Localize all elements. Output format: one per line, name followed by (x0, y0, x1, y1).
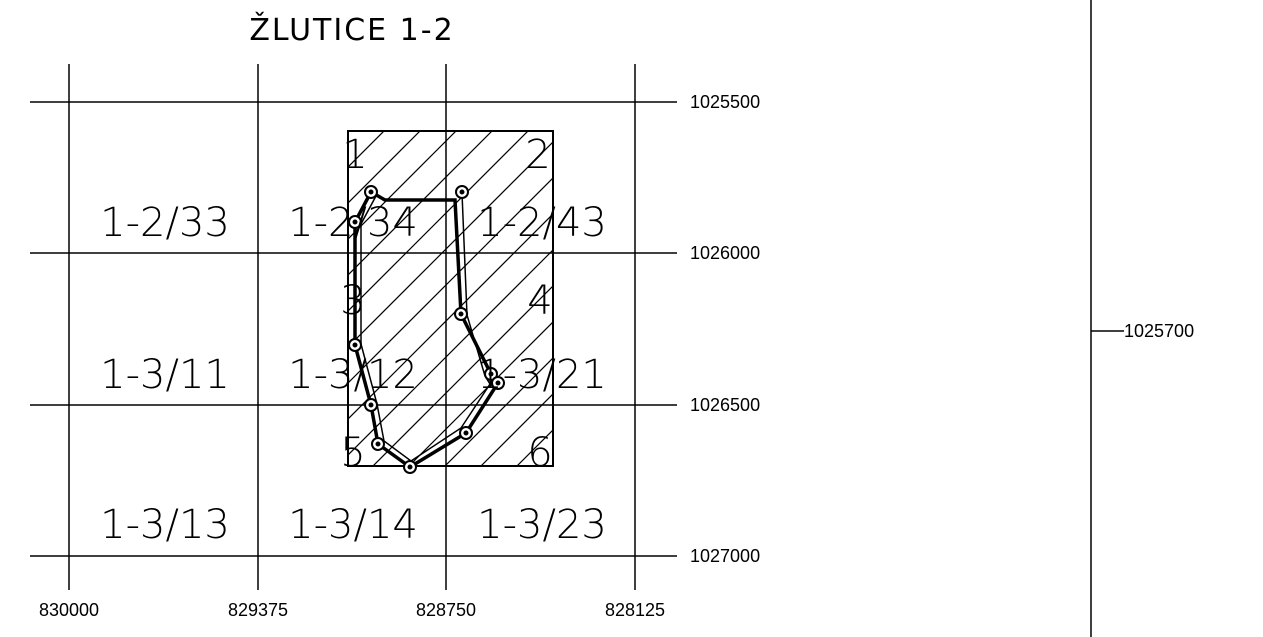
vertex-dot (352, 342, 358, 348)
cell-label: 1-3/12 (288, 352, 418, 398)
vertex-dot (368, 402, 374, 408)
hatch-line (348, 131, 529, 312)
corner-label-5: 5 (340, 430, 365, 476)
vertex-dot (368, 189, 374, 195)
vertex-dot (488, 371, 494, 377)
hatch-line (524, 0, 1124, 531)
vertex-dot (352, 219, 358, 225)
corner-label-1: 1 (342, 132, 367, 178)
vertex-dot (459, 189, 465, 195)
boundary-polygon (348, 185, 505, 474)
side-reference: 1025700 (1090, 0, 1194, 637)
x-coordinate-labels: 830000 829375 828750 828125 (39, 600, 665, 620)
x-label: 828750 (416, 600, 476, 620)
y-label: 1026500 (690, 395, 760, 415)
hatch-line (348, 141, 553, 348)
y-label: 1025500 (690, 92, 760, 112)
side-label: 1025700 (1124, 321, 1194, 341)
x-label: 829375 (228, 600, 288, 620)
hatched-area (347, 0, 1124, 531)
cell-label: 1-3/11 (100, 352, 230, 398)
hatch-line (552, 465, 553, 466)
vertex-dot (463, 430, 469, 436)
hatch-line (348, 131, 493, 276)
y-label: 1027000 (690, 546, 760, 566)
corner-label-2: 2 (525, 132, 550, 178)
cell-label: 1-3/14 (288, 502, 418, 548)
vertex-dot (458, 311, 464, 317)
y-coordinate-labels: 1025500 1026000 1026500 1027000 (690, 92, 760, 566)
hatch-line (444, 357, 553, 466)
vertex-dot (495, 380, 501, 386)
corner-label-6: 6 (527, 430, 552, 476)
hatch-line (372, 285, 553, 466)
x-label: 828125 (605, 600, 665, 620)
hatch-line (348, 249, 553, 456)
cell-label: 1-3/13 (100, 502, 230, 548)
map-title: ŽLUTICE 1-2 (249, 12, 454, 48)
x-label: 830000 (39, 600, 99, 620)
y-label: 1026000 (690, 243, 760, 263)
corner-labels: 1 2 3 4 5 6 (340, 132, 552, 476)
cell-label: 1-2/34 (288, 200, 418, 246)
vertex-dot (375, 441, 381, 447)
vertex-dot (407, 464, 413, 470)
hatch-line (480, 393, 553, 466)
cell-label: 1-2/33 (100, 200, 230, 246)
cell-labels: 1-2/33 1-2/34 1-2/43 1-3/11 1-3/12 1-3/2… (100, 200, 607, 548)
hatch-line (348, 213, 553, 420)
corner-label-3: 3 (340, 278, 365, 324)
hatch-line (348, 177, 553, 384)
cell-label: 1-2/43 (477, 200, 607, 246)
cell-label: 1-3/21 (477, 352, 607, 398)
corner-label-4: 4 (527, 278, 552, 324)
cell-label: 1-3/23 (477, 502, 607, 548)
hatch-line (408, 321, 553, 466)
